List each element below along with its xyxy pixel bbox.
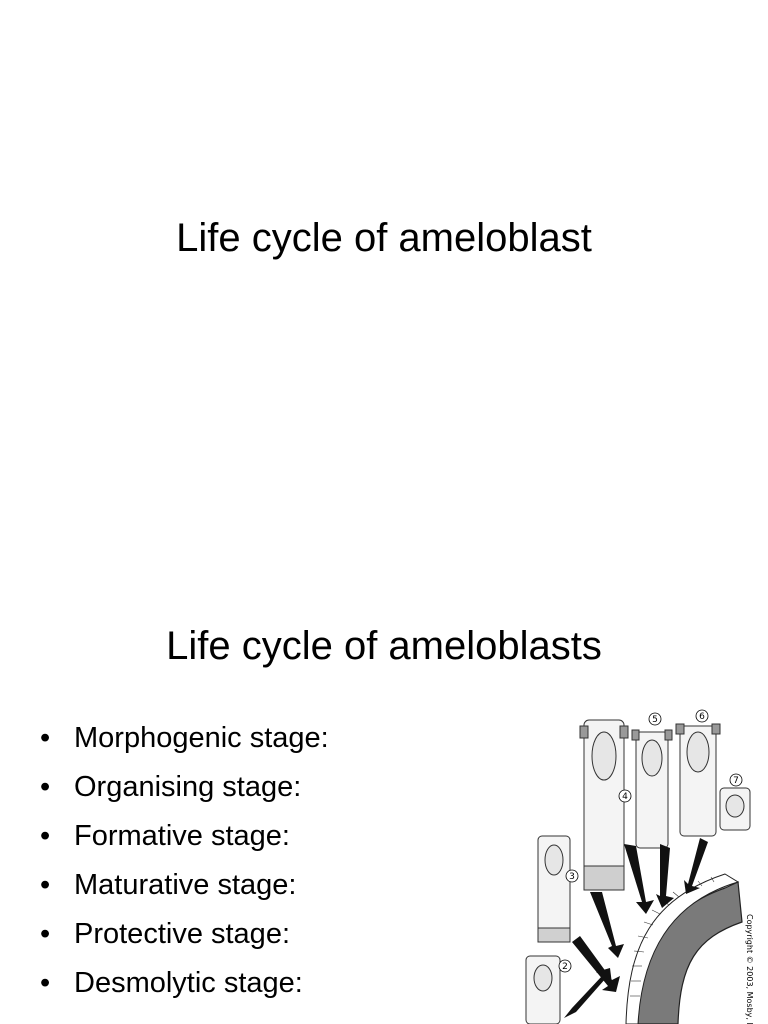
stage-label-3: 3: [569, 872, 575, 882]
bullet-icon: •: [40, 869, 51, 901]
cell-stage-5: [631, 729, 673, 849]
list-item: • Organising stage:: [40, 763, 329, 812]
ameloblast-life-cycle-figure: 2 3 4 5 6 7: [525, 709, 751, 1024]
transition-arrows: [564, 838, 708, 1018]
figure-copyright: Copyright © 2003, Mosby, Inc., All: [745, 914, 754, 1024]
list-item: • Maturative stage:: [40, 861, 329, 910]
stage-label-7: 7: [733, 776, 739, 786]
stage-label: Protective stage:: [74, 918, 290, 950]
bullet-icon: •: [40, 967, 51, 999]
stage-label: Morphogenic stage:: [74, 722, 329, 754]
ameloblast-layer: [625, 873, 740, 1024]
cell-stage-4: [579, 719, 629, 891]
stage-label-4: 4: [622, 792, 628, 802]
bullet-icon: •: [40, 820, 51, 852]
stage-label-2: 2: [562, 962, 568, 972]
stage-label-5: 5: [652, 715, 658, 725]
stage-label: Organising stage:: [74, 771, 302, 803]
stage-labels: 2 3 4 5 6 7: [558, 709, 743, 973]
slide-1: Life cycle of ameloblast: [176, 216, 592, 260]
cell-stage-2: [525, 955, 561, 1024]
slide-2: Life cycle of ameloblasts • Morphogenic s…: [0, 512, 768, 1024]
stage-label: Maturative stage:: [74, 869, 297, 901]
bullet-icon: •: [40, 722, 51, 754]
stage-label: Desmolytic stage:: [74, 967, 303, 999]
stage-label: Formative stage:: [74, 820, 290, 852]
cell-stage-7: [719, 787, 751, 831]
bullet-icon: •: [40, 918, 51, 950]
bullet-icon: •: [40, 771, 51, 803]
cell-stage-6: [675, 723, 721, 837]
slide-1-title: Life cycle of ameloblast: [176, 216, 592, 260]
list-item: • Desmolytic stage:: [40, 959, 329, 1008]
cell-stage-3: [537, 835, 571, 943]
list-item: • Protective stage:: [40, 910, 329, 959]
slide-2-title: Life cycle of ameloblasts: [166, 624, 602, 668]
stage-label-6: 6: [699, 712, 705, 722]
list-item: • Morphogenic stage:: [40, 714, 329, 763]
stage-list: • Morphogenic stage: • Organising stage: •…: [40, 714, 329, 1008]
list-item: • Formative stage:: [40, 812, 329, 861]
